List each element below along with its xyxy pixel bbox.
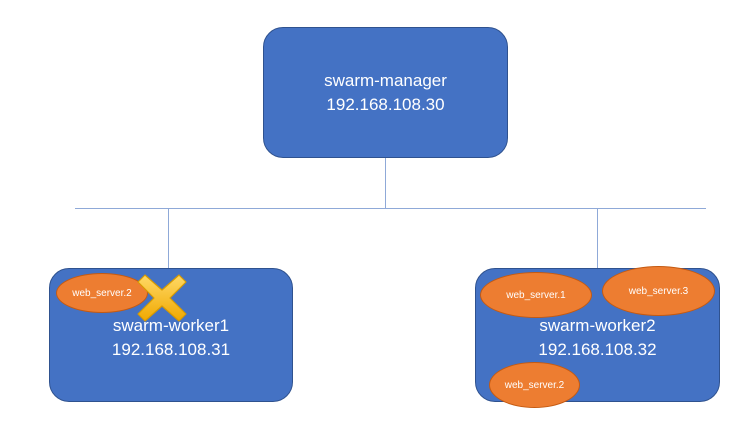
service-web-server-3: web_server.3 — [602, 266, 715, 316]
manager-link-line — [385, 158, 386, 209]
node-name: swarm-worker1 — [112, 316, 230, 335]
service-web-server-2-failed: web_server.2 — [56, 273, 148, 313]
node-ip: 192.168.108.32 — [538, 340, 657, 359]
service-web-server-1: web_server.1 — [480, 272, 592, 318]
node-name: swarm-worker2 — [539, 316, 656, 335]
service-web-server-2: web_server.2 — [489, 362, 580, 408]
node-name: swarm-manager — [324, 70, 447, 90]
swarm-manager-node: swarm-manager 192.168.108.30 — [263, 27, 508, 158]
node-ip: 192.168.108.31 — [111, 340, 231, 359]
network-bus-line — [75, 208, 706, 209]
x-mark-icon — [137, 274, 187, 322]
worker1-link-line — [168, 209, 169, 268]
worker2-link-line — [597, 209, 598, 268]
node-ip: 192.168.108.30 — [326, 94, 445, 114]
